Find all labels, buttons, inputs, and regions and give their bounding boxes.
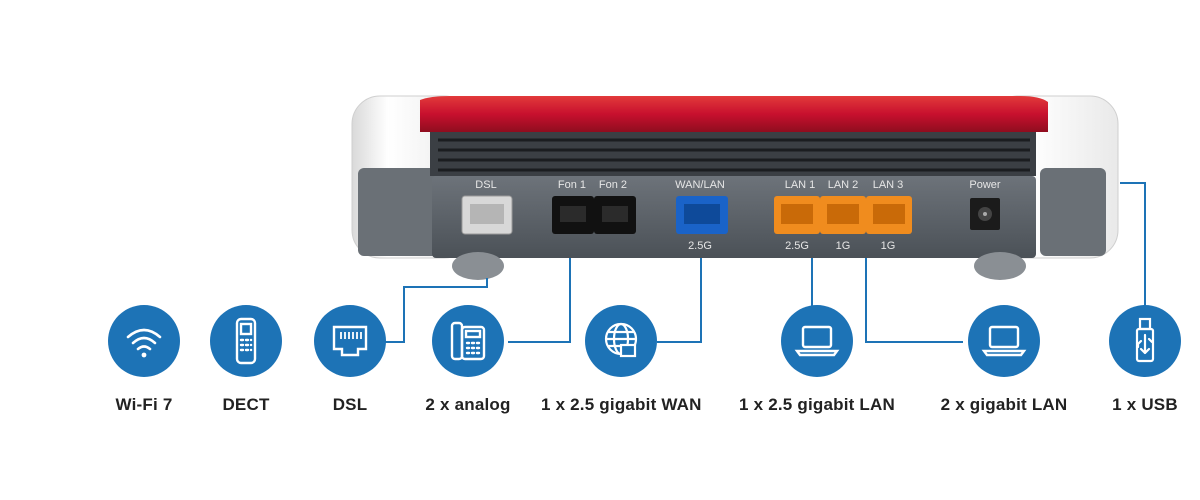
- power-port: [970, 198, 1000, 230]
- lan1-port: [774, 196, 820, 234]
- speed-label-lan3: 1G: [881, 240, 896, 252]
- port-label-fon1: Fon 1: [558, 179, 586, 191]
- connector-analog: [508, 258, 571, 343]
- feature-label: 1 x USB: [1112, 395, 1178, 414]
- port-label-lan1: LAN 1: [785, 179, 816, 191]
- speed-label-wan: 2.5G: [688, 240, 712, 252]
- feature-wifi: Wi-Fi 7: [64, 305, 224, 415]
- speed-label-lan1: 2.5G: [785, 240, 809, 252]
- lan2-port: [820, 196, 866, 234]
- feature-lan-2-5g: 1 x 2.5 gigabit LAN: [737, 305, 897, 415]
- feature-label: 2 x analog: [425, 395, 511, 414]
- connector-usb: [1120, 182, 1146, 306]
- feature-label: DECT: [222, 395, 270, 414]
- dsl-port-icon: [314, 305, 386, 377]
- connector-wan: [657, 258, 702, 343]
- feature-analog: 2 x analog: [388, 305, 548, 415]
- globe-icon: [585, 305, 657, 377]
- lan3-port: [866, 196, 912, 234]
- router-foot-left: [452, 252, 504, 280]
- feature-label: 1 x 2.5 gigabit WAN: [541, 395, 702, 414]
- feature-lan-1g: 2 x gigabit LAN: [924, 305, 1084, 415]
- port-label-lan3: LAN 3: [873, 179, 904, 191]
- analog-phone-icon: [432, 305, 504, 377]
- laptop-icon: [968, 305, 1040, 377]
- feature-usb: 1 x USB: [1065, 305, 1200, 415]
- fon1-port: [552, 196, 594, 234]
- feature-label: Wi-Fi 7: [115, 395, 173, 414]
- feature-label: 2 x gigabit LAN: [940, 395, 1068, 414]
- port-label-lan2: LAN 2: [828, 179, 859, 191]
- port-label-dsl: DSL: [475, 179, 496, 191]
- dsl-port: [461, 195, 513, 235]
- router-back-panel: [432, 176, 1036, 258]
- port-label-wanlan: WAN/LAN: [675, 179, 725, 191]
- usb-icon: [1109, 305, 1181, 377]
- port-label-fon2: Fon 2: [599, 179, 627, 191]
- wan-port: [676, 196, 728, 234]
- speed-label-lan2: 1G: [836, 240, 851, 252]
- feature-label: 1 x 2.5 gigabit LAN: [739, 395, 895, 414]
- connector-lan23: [865, 258, 963, 343]
- feature-dect: DECT: [166, 305, 326, 415]
- router-foot-right: [974, 252, 1026, 280]
- port-label-power: Power: [969, 179, 1001, 191]
- fon2-port: [594, 196, 636, 234]
- connector-dsl: [378, 278, 488, 343]
- feature-dsl: DSL: [270, 305, 430, 415]
- router-red-shell: [420, 96, 1048, 132]
- laptop-icon: [781, 305, 853, 377]
- feature-label: DSL: [332, 395, 368, 414]
- wifi-icon: [108, 305, 180, 377]
- feature-wan: 1 x 2.5 gigabit WAN: [541, 305, 701, 415]
- dect-phone-icon: [210, 305, 282, 377]
